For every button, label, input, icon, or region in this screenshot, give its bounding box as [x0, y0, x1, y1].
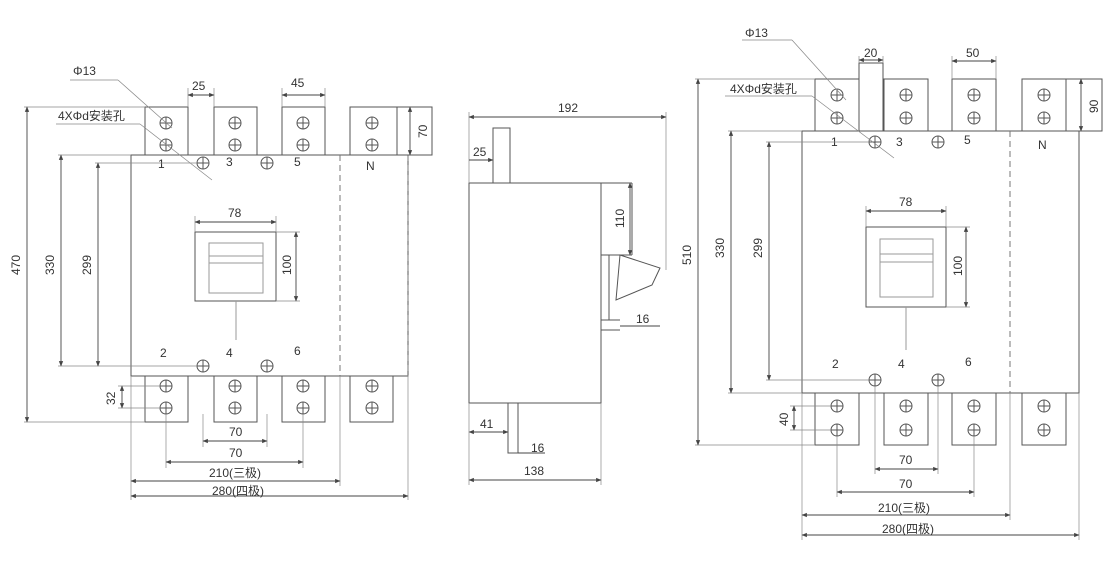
left-dim-25: 25 — [192, 79, 206, 93]
side-top-terminal — [492, 127, 511, 184]
left-terminal-label: 4 — [226, 346, 233, 360]
right-dim-299: 299 — [751, 238, 765, 258]
left-dim-280: 280(四极) — [212, 484, 264, 498]
right-bottom-terminals — [814, 392, 1067, 446]
right-terminal-label: 6 — [965, 355, 972, 369]
right-dim-40: 40 — [777, 412, 791, 426]
left-dim-210: 210(三极) — [209, 466, 261, 480]
left-mounting-holes — [196, 156, 274, 373]
side-dim-192: 192 — [558, 101, 578, 115]
right-terminal-label: N — [1038, 138, 1047, 152]
right-dim-70-a: 70 — [899, 453, 913, 467]
right-dim-100: 100 — [951, 256, 965, 276]
side-body-outline — [468, 182, 602, 404]
left-terminal-label: 2 — [160, 346, 167, 360]
left-dim-70-b: 70 — [229, 446, 243, 460]
side-bottom-terminal — [507, 402, 519, 454]
left-dim-100: 100 — [280, 255, 294, 275]
left-dim-45: 45 — [291, 76, 305, 90]
right-dim-50: 50 — [966, 46, 980, 60]
left-dim-299: 299 — [80, 255, 94, 275]
side-view: 192 25 110 16 41 16 138 — [468, 101, 667, 485]
side-handle — [615, 254, 661, 301]
right-dim-90: 90 — [1087, 99, 1101, 113]
right-dim-78: 78 — [899, 195, 913, 209]
left-phi13-label: Φ13 — [73, 64, 96, 78]
left-front-view: 1 3 5 N 2 4 6 Φ13 4XΦd安装孔 25 45 70 470 3… — [9, 64, 433, 500]
right-dim-210: 210(三极) — [878, 501, 930, 515]
right-dim-20: 20 — [864, 46, 878, 60]
right-terminal-label: 5 — [964, 133, 971, 147]
left-dim-70-bar: 70 — [416, 124, 430, 138]
side-dim-110: 110 — [613, 209, 627, 228]
side-dim-138: 138 — [524, 464, 544, 478]
right-front-view: 1 3 5 N 2 4 6 Φ13 4XΦd安装孔 20 50 90 510 3… — [680, 26, 1103, 540]
right-top-terminals — [814, 62, 1103, 132]
left-terminal-label: 1 — [158, 157, 165, 171]
right-dim-510: 510 — [680, 245, 694, 265]
right-terminal-label: 2 — [832, 357, 839, 371]
right-dim-330: 330 — [713, 238, 727, 258]
right-terminal-label: 3 — [896, 135, 903, 149]
left-terminal-label: N — [366, 159, 375, 173]
left-dim-70-a: 70 — [229, 425, 243, 439]
left-bottom-terminals — [144, 375, 394, 423]
right-body-outline — [801, 130, 1080, 394]
side-dim-16-bottom: 16 — [531, 441, 545, 455]
left-terminal-label: 3 — [226, 155, 233, 169]
right-phi13-label: Φ13 — [745, 26, 768, 40]
left-dim-78: 78 — [228, 206, 242, 220]
right-mount-hole-label: 4XΦd安装孔 — [730, 81, 797, 96]
right-terminal-label: 4 — [898, 357, 905, 371]
left-dim-470: 470 — [9, 255, 23, 275]
side-dim-25: 25 — [473, 145, 487, 159]
left-terminal-label: 6 — [294, 344, 301, 358]
left-top-terminals — [144, 106, 433, 156]
side-dim-41: 41 — [480, 417, 494, 431]
left-terminal-label: 5 — [294, 155, 301, 169]
right-dim-280: 280(四极) — [882, 522, 934, 536]
right-handle-window — [865, 226, 947, 350]
left-handle-window — [194, 231, 277, 340]
left-mount-hole-label: 4XΦd安装孔 — [58, 108, 125, 123]
right-dim-70-b: 70 — [899, 477, 913, 491]
left-dim-32: 32 — [104, 391, 118, 405]
left-dim-330: 330 — [43, 255, 57, 275]
side-dim-16-handle: 16 — [636, 312, 650, 326]
left-body-outline — [130, 154, 409, 377]
